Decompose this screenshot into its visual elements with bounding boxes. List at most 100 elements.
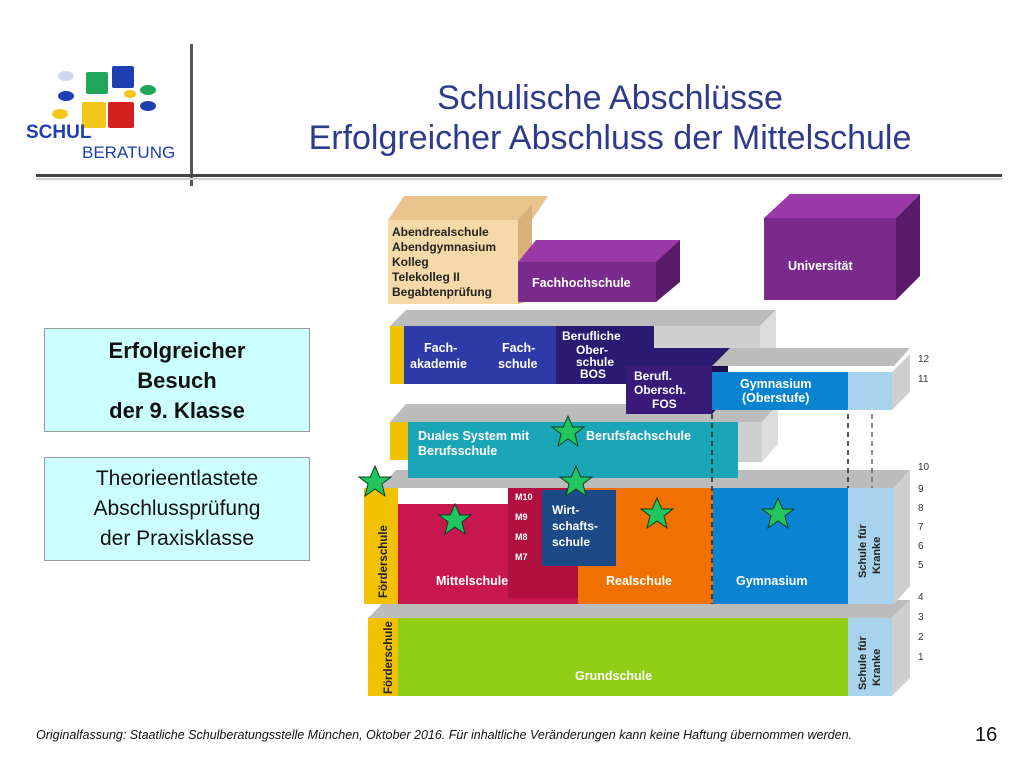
bos-line-1: Berufliche: [562, 329, 621, 343]
fachhochschule-block: [518, 262, 656, 302]
successful-attendance-box: Erfolgreicher Besuch der 9. Klasse: [44, 328, 310, 432]
star-marker-mittelschule: [437, 502, 473, 536]
footer-source-note: Originalfassung: Staatliche Schulberatun…: [36, 728, 853, 742]
realschule-label: Realschule: [606, 574, 672, 588]
bos-line-2: Ober-: [576, 343, 608, 357]
sek-side: [894, 470, 910, 604]
wirtschaftsschule-line-1: Wirt-: [552, 503, 579, 517]
grade-6: 6: [918, 541, 924, 552]
foerderschule-upper-label: Förderschule: [378, 525, 390, 598]
grade-5: 5: [918, 560, 924, 571]
title-horizontal-rule-shadow: [36, 178, 1002, 180]
star-marker-realschule: [639, 496, 675, 530]
grade-10: 10: [918, 462, 930, 473]
m8-label: M8: [515, 532, 528, 542]
fachakademie-top: [390, 310, 776, 326]
krankenschule-lower: [848, 618, 892, 696]
fachschule-line-1: Fach-: [502, 341, 535, 355]
universitaet-label: Universität: [788, 259, 853, 273]
duales-yellow-strip: [390, 422, 408, 460]
bos-line-3: schule: [576, 355, 614, 369]
duales-line-1: Duales System mit: [418, 429, 530, 443]
grade-7: 7: [918, 522, 924, 533]
abendschulen-block: [388, 220, 518, 304]
grade-4: 4: [918, 592, 924, 603]
logo-text-beratung: BERATUNG: [82, 143, 175, 162]
universitaet-side: [896, 194, 920, 300]
fos-line-3: FOS: [652, 397, 677, 411]
krank-upper-label-2: Kranke: [871, 537, 883, 574]
schulberatung-logo: SCHUL BERATUNG: [26, 66, 175, 162]
bos-line-4: BOS: [580, 367, 606, 381]
fachakademie-line-1: Fach-: [424, 341, 457, 355]
fachhochschule-label: Fachhochschule: [532, 276, 631, 290]
fachhochschule-side: [656, 240, 680, 302]
fachhochschule-top: [518, 240, 680, 262]
grade-2: 2: [918, 632, 924, 643]
krank-lower-label-2: Kranke: [871, 649, 883, 686]
krankenschule-upper: [848, 488, 894, 604]
fos-block: [626, 366, 712, 414]
grundschule-label: Grundschule: [575, 669, 652, 683]
box1-line-1: Erfolgreicher: [108, 338, 246, 363]
star-marker-wirtschaft: [558, 464, 594, 498]
berufsfachschule-label: Berufsfachschule: [586, 429, 691, 443]
page-title: Schulische Abschlüsse Erfolgreicher Absc…: [250, 78, 970, 158]
universitaet-block: [764, 218, 896, 300]
fos-top: [626, 348, 744, 366]
grade-3: 3: [918, 612, 924, 623]
grade-8: 8: [918, 503, 924, 514]
duales-line-2: Berufsschule: [418, 444, 497, 458]
title-line-2: Erfolgreicher Abschluss der Mittelschule: [308, 119, 912, 157]
abend-line-1: Abendrealschule: [392, 225, 489, 239]
duales-side: [762, 404, 778, 462]
gym-oberstufe-line-1: Gymnasium: [740, 377, 812, 391]
abend-line-5: Begabtenprüfung: [392, 285, 492, 299]
duales-end: [738, 422, 762, 462]
title-horizontal-rule: [36, 174, 1002, 177]
fos-line-2: Obersch.: [634, 383, 686, 397]
title-vertical-rule: [190, 44, 193, 186]
star-marker-foerder: [357, 464, 393, 498]
abend-line-3: Kolleg: [392, 255, 429, 269]
practice-class-exam-box: Theorieentlastete Abschlussprüfung der P…: [44, 457, 310, 561]
gym-ober-krank: [848, 372, 892, 410]
gym-ober-top: [712, 348, 910, 366]
m7-label: M7: [515, 552, 528, 562]
grade-1: 1: [918, 652, 924, 663]
foerderschule-upper: [364, 488, 398, 604]
abend-line-2: Abendgymnasium: [392, 240, 496, 254]
mittelschule-label: Mittelschule: [436, 574, 508, 588]
krank-lower-label-1: Schule für: [857, 635, 869, 690]
star-marker-duales: [550, 414, 586, 448]
page-number: 16: [975, 724, 998, 746]
abend-top: [388, 196, 548, 220]
m10-label: M10: [515, 492, 533, 502]
gym-oberstufe-line-2: (Oberstufe): [742, 391, 809, 405]
fachakademie-line-2: akademie: [410, 357, 467, 371]
grundschule-block: [398, 618, 848, 696]
gym-ober-side: [892, 354, 910, 410]
logo-text-schul: SCHUL: [26, 122, 92, 143]
grade-12: 12: [918, 354, 930, 365]
star-marker-gymnasium: [760, 496, 796, 530]
wirtschaftsschule-block: [542, 490, 616, 566]
krank-upper-label-1: Schule für: [857, 523, 869, 578]
grade-9: 9: [918, 484, 924, 495]
foerderschule-lower: [368, 618, 398, 696]
box2-line-1: Theorieentlastete: [95, 467, 259, 490]
box2-line-3: der Praxisklasse: [99, 527, 255, 550]
grundschule-side: [892, 600, 910, 696]
gymnasium-label: Gymnasium: [736, 574, 808, 588]
box1-line-3: der 9. Klasse: [109, 398, 245, 423]
title-line-1: Schulische Abschlüsse: [437, 79, 783, 117]
m9-label: M9: [515, 512, 528, 522]
abend-line-4: Telekolleg II: [392, 270, 460, 284]
universitaet-top: [764, 194, 920, 218]
wirtschaftsschule-line-3: schule: [552, 535, 590, 549]
wirtschaftsschule-line-2: schafts-: [552, 519, 598, 533]
fos-line-1: Berufl.: [634, 369, 672, 383]
grundschule-top: [368, 600, 910, 618]
fachschule-line-2: schule: [498, 357, 538, 371]
foerderschule-lower-label: Förderschule: [383, 621, 395, 694]
